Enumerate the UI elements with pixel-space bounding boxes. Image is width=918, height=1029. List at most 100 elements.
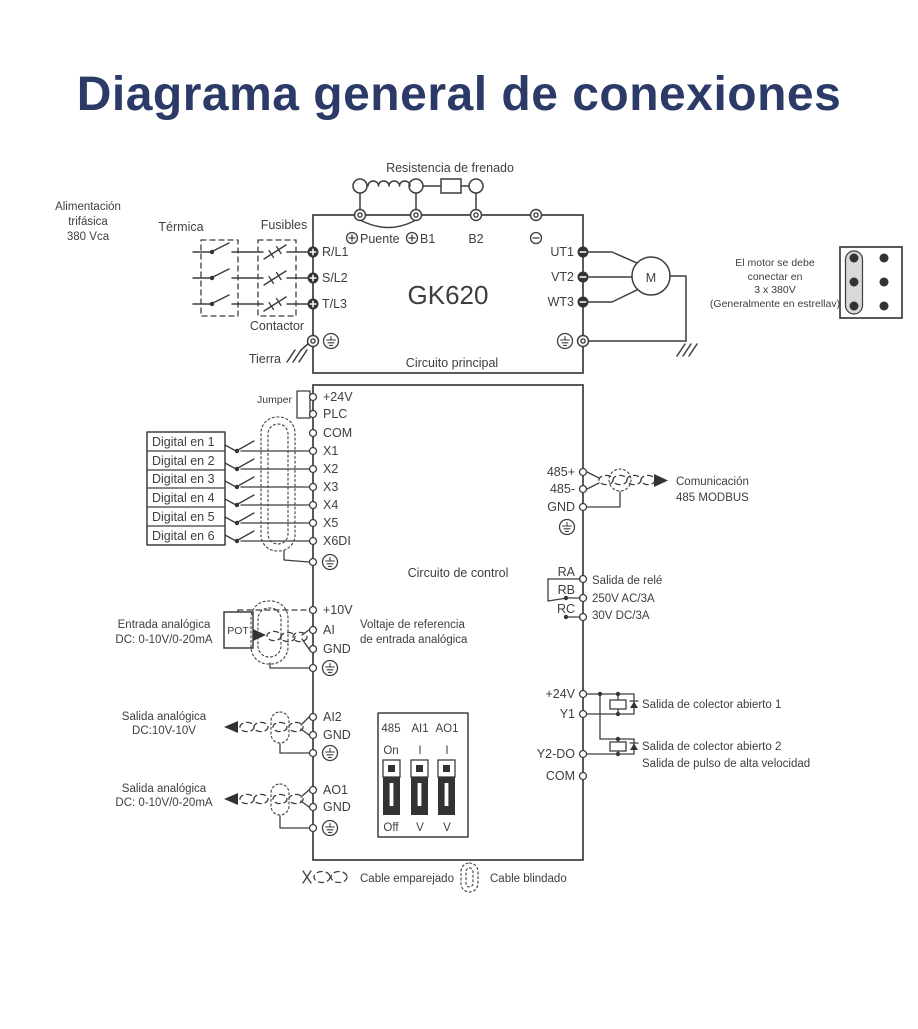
terminal-vt2 <box>576 270 590 284</box>
oc-note-1: Salida de colector abierto 1 <box>642 699 781 711</box>
dip-on-label: On <box>383 745 398 757</box>
terminal-x4-label: X4 <box>323 498 338 512</box>
supply-label-line3: 380 Vca <box>67 231 110 243</box>
shielded-cable-icon <box>270 711 290 744</box>
motor-note-line2: conectar en <box>748 271 803 283</box>
shield-drain-wire <box>279 743 310 754</box>
control-section-label: Circuito de control <box>408 566 509 580</box>
dip-switch-3[interactable] <box>437 759 456 816</box>
vt2-label: VT2 <box>551 270 574 284</box>
earth-screw-icon <box>321 659 339 677</box>
analog-ao1-section: Salida analógica DC: 0-10V/0-20mA AO1 GN… <box>115 783 351 837</box>
ai2-label-line1: Salida analógica <box>122 711 207 723</box>
dip-switch-2[interactable] <box>410 759 429 816</box>
shielded-cable-icon <box>608 468 632 492</box>
arrow-right-icon <box>654 474 668 487</box>
comm-section: 485+ 485- GND Comunicación 485 MODBUS <box>547 465 749 536</box>
terminal-485n-label: 485- <box>550 482 575 496</box>
page-title: Diagrama general de conexiones <box>77 68 842 121</box>
terminal-gnd-label: GND <box>547 500 575 514</box>
brake-resistor-section: Resistencia de frenado <box>352 161 514 210</box>
shield-drain-wire <box>279 815 310 829</box>
supply-label-line1: Alimentación <box>55 201 121 213</box>
control-circuit: Circuito de control <box>312 384 584 861</box>
motor-note-line1: El motor se debe <box>735 257 815 269</box>
load-box <box>609 741 627 752</box>
t-l3-label: T/L3 <box>322 297 347 311</box>
terminal-pe-left <box>306 334 320 348</box>
analog-input-section: Entrada analógica DC: 0-10V/0-20mA POT +… <box>115 600 468 677</box>
shielded-cable-icon <box>260 416 296 552</box>
relay-note-line1: Salida de relé <box>592 575 662 587</box>
analog-ai2-section: Salida analógica DC:10V-10V AI2 GND <box>122 710 351 762</box>
relay-note-line2: 250V AC/3A <box>592 593 655 605</box>
dip-v2-label: V <box>443 822 451 834</box>
contactor-label: Contactor <box>250 319 304 333</box>
terminal-485p-label: 485+ <box>547 465 575 479</box>
dip-switch-box <box>377 712 469 838</box>
terminal-b1 <box>409 208 423 222</box>
shielded-cable-icon <box>267 423 289 545</box>
brake-node-3 <box>468 178 484 194</box>
dip-header-ao1: AO1 <box>435 723 458 735</box>
power-input-section: Alimentación trifásica 380 Vca Térmica F… <box>55 201 310 366</box>
digital-input-6-label: Digital en 6 <box>152 529 215 543</box>
paired-cable-icon <box>302 870 348 884</box>
r-l1-label: R/L1 <box>322 245 348 259</box>
terminal-s-l2 <box>306 271 320 285</box>
terminal-x6di-label: X6DI <box>323 534 351 548</box>
terminal-puente <box>353 208 367 222</box>
earth-screw-icon <box>322 332 340 350</box>
digital-input-1-label: Digital en 1 <box>152 435 215 449</box>
shield-drain-wire <box>269 662 310 669</box>
terminal-x3-label: X3 <box>323 480 338 494</box>
ut1-label: UT1 <box>550 245 574 259</box>
wt3-label: WT3 <box>548 295 574 309</box>
terminal-t-l3 <box>306 297 320 311</box>
main-circuit: GK620 Circuito principal Puente B1 B2 R/… <box>306 208 590 374</box>
terminal-x1-label: X1 <box>323 444 338 458</box>
motor-note-line3: 3 x 380V <box>754 284 795 296</box>
puente-jumper-arc <box>361 220 415 229</box>
main-circuit-box <box>312 214 584 374</box>
dip-switch-block: 485 AI1 AO1 On I I Off V V <box>377 712 469 838</box>
analog-ref-note-line1: Voltaje de referencia <box>360 619 465 631</box>
terminal-rb-label: RB <box>558 583 575 597</box>
terminal-ut1 <box>576 245 590 259</box>
dip-i2-label: I <box>445 745 448 757</box>
terminal-plc-label: PLC <box>323 407 347 421</box>
dip-header-ai1: AI1 <box>411 723 428 735</box>
terminal-ai-label: AI <box>323 623 335 637</box>
terminal-rc-label: RC <box>557 602 575 616</box>
relay-section: RA RB RC Salida de relé 250V AC/3A 30V D… <box>547 565 662 622</box>
terminal-pe-right <box>576 334 590 348</box>
comm-note-line2: 485 MODBUS <box>676 492 749 504</box>
dip-switch-1[interactable] <box>382 759 401 816</box>
legend-shielded-label: Cable blindado <box>490 873 567 885</box>
legend: Cable emparejado Cable blindado <box>302 862 567 893</box>
ao1-label-line1: Salida analógica <box>122 783 207 795</box>
termica-label: Térmica <box>158 220 203 234</box>
earth-screw-icon <box>556 332 574 350</box>
relay-contact-blade <box>547 597 565 602</box>
motor-section: M El motor se debe conectar en 3 x 380V … <box>588 246 903 357</box>
s-l2-label: S/L2 <box>322 271 348 285</box>
analog-ref-note-line2: de entrada analógica <box>360 634 468 646</box>
motor-letter: M <box>646 271 656 285</box>
plus-circle-icon <box>345 231 359 245</box>
resistor-icon <box>440 178 462 194</box>
shield-drain-wire <box>586 491 621 508</box>
arrow-right-icon <box>253 629 266 641</box>
digital-input-5-label: Digital en 5 <box>152 510 215 524</box>
oc-note-2a: Salida de colector abierto 2 <box>642 741 781 753</box>
brake-node-2 <box>408 178 424 194</box>
b2-label: B2 <box>468 232 483 246</box>
tierra-label: Tierra <box>249 352 281 366</box>
earth-screw-icon <box>558 518 576 536</box>
terminal-wt3 <box>576 295 590 309</box>
terminal-r-l1 <box>306 245 320 259</box>
shielded-cable-icon <box>250 600 289 665</box>
load-box <box>609 699 627 710</box>
oc-note-2b: Salida de pulso de alta velocidad <box>642 758 810 770</box>
terminal-gnd-label: GND <box>323 800 351 814</box>
